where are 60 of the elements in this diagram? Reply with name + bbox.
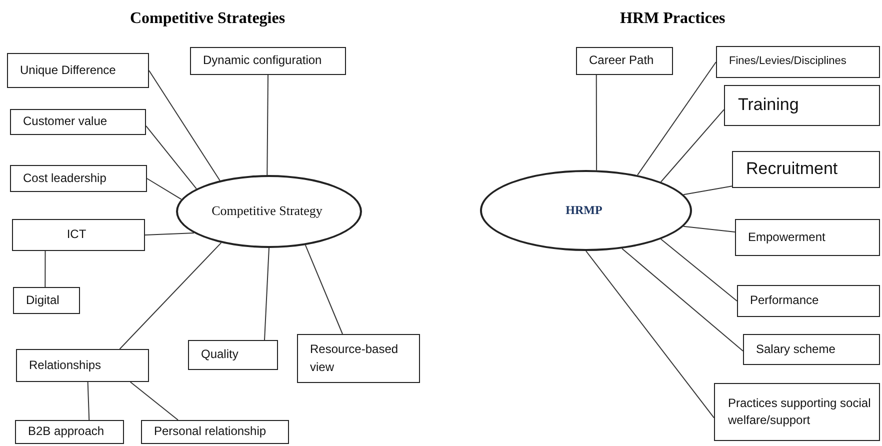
topic-box [743,334,880,365]
topic-box [735,219,880,256]
node-label: Resource-based view [310,341,400,376]
connector-line [683,186,732,196]
section-heading: Competitive Strategies [130,10,286,28]
node-label: Digital [26,292,60,309]
node-label: Performance [750,292,819,310]
connector-line [119,242,222,350]
connector-line [586,250,714,418]
topic-box [190,47,346,75]
topic-box [141,420,289,444]
connector-line [660,109,724,182]
topic-box [15,420,124,444]
topic-box [297,334,420,383]
connector-line [146,125,197,190]
connector-line [622,248,744,352]
node-label: Quality [201,346,238,364]
connector-line [683,226,736,232]
connector-line [130,382,178,420]
connector-line [596,74,598,171]
node-label: Relationships [29,356,102,374]
connector-line [266,74,268,176]
connector-line [87,382,90,420]
topic-box [576,47,673,75]
node-label: Training [738,94,799,116]
topic-box [724,85,880,126]
connector-line [636,62,716,176]
node-label: Personal relationship [154,423,266,440]
topic-box [714,383,880,441]
topic-box [7,53,149,88]
connector-line [144,232,194,236]
node-label: Recruitment [746,158,838,180]
node-label: Cost leadership [23,170,106,187]
connector-line [264,248,270,340]
connector-line [660,238,738,302]
node-label: Salary scheme [756,340,836,358]
topic-box [16,349,149,382]
topic-box [732,151,880,188]
node-label: Empowerment [748,228,826,246]
connector-line [148,70,220,181]
topic-box [188,340,278,370]
node-label: Fines/Levies/Disciplines [729,54,846,70]
node-label: HRMP [566,202,602,219]
node-label: ICT [66,226,86,244]
topic-box [12,219,145,251]
node-label: Customer value [23,113,108,130]
node-label: Competitive Strategy [212,202,322,220]
section-heading: HRM Practices [620,10,726,28]
node-label: Practices supporting social welfare/support [728,394,872,429]
node-label: Unique Difference [20,62,116,79]
node-label: Career Path [589,52,654,70]
connector-line [146,178,182,200]
node-label: B2B approach [28,423,104,440]
topic-box [13,287,80,314]
node-label: Dynamic configuration [203,52,322,70]
topic-box [10,109,146,135]
connector-line [44,250,46,288]
topic-box [737,285,880,317]
topic-box [716,46,880,78]
topic-box [10,165,147,192]
